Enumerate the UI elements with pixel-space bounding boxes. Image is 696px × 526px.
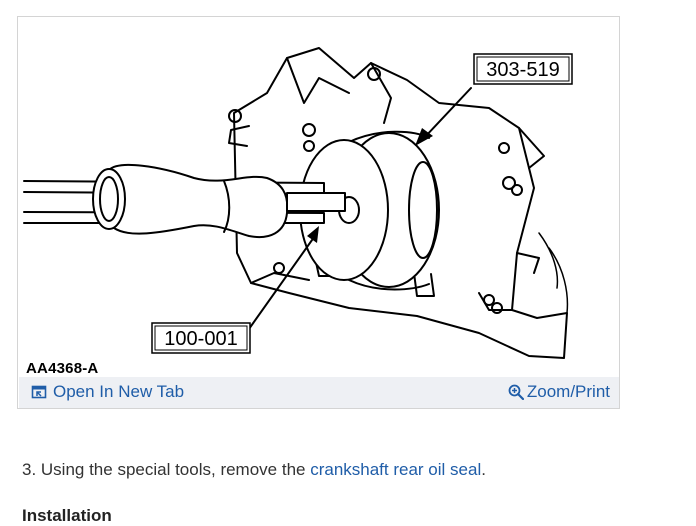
crankshaft-rear-oil-seal-link[interactable]: crankshaft rear oil seal — [310, 460, 482, 479]
tool-label-100-001-box — [151, 322, 251, 354]
engine-block-outline — [233, 47, 568, 359]
slide-hammer-handle — [101, 164, 289, 238]
procedure-step-3: 3. Using the special tools, remove the c… — [22, 460, 486, 480]
figure-id: AA4368-A — [26, 360, 99, 377]
step-text-end: . — [481, 460, 486, 479]
seal-removal-illustration[interactable]: 303-519 100-001 — [19, 18, 619, 376]
tool-label-303-519: 303-519 — [486, 59, 559, 81]
open-in-new-tab-icon — [31, 385, 47, 399]
step-text: 3. Using the special tools, remove the — [22, 460, 311, 479]
open-in-new-tab-label: Open In New Tab — [53, 382, 185, 401]
zoom-print-button[interactable]: Zoom/Print — [508, 382, 610, 402]
zoom-in-icon — [508, 384, 524, 400]
figure-panel: 303-519 100-001 AA4368-A Open In New Tab… — [17, 16, 620, 409]
figure-toolbar: Open In New Tab Zoom/Print — [19, 377, 619, 408]
zoom-print-label: Zoom/Print — [526, 382, 610, 401]
tool-label-100-001: 100-001 — [164, 328, 237, 350]
section-heading: Installation — [22, 506, 112, 525]
tool-label-303-519-box — [473, 53, 573, 85]
open-in-new-tab-button[interactable]: Open In New Tab — [31, 382, 184, 402]
